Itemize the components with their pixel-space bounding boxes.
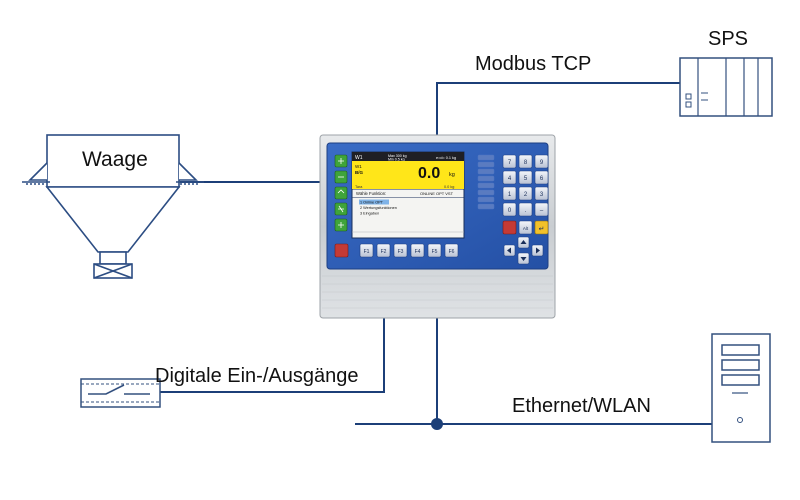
fkey-f4[interactable] (410, 243, 425, 258)
screen-weight-bar (352, 161, 464, 183)
waage-hopper-icon (22, 134, 204, 279)
numpad-key[interactable] (534, 154, 549, 169)
function-key-row: F1 F2 F3 F4 F5 F6 (359, 243, 459, 258)
fkey-f1[interactable] (359, 243, 374, 258)
fkey-f5[interactable] (427, 243, 442, 258)
numpad-key-label: – (540, 208, 544, 214)
letter-key-area (477, 154, 495, 210)
numpad-key-label: 4 (508, 176, 512, 182)
screen-tag-top: W1 (355, 164, 362, 169)
numpad-key[interactable] (534, 202, 549, 217)
numpad-key-label: 6 (540, 176, 544, 182)
numpad-key[interactable] (502, 154, 517, 169)
numpad-key[interactable] (502, 202, 517, 217)
screen-header-right: e=d= 0.1 kg (436, 156, 456, 160)
screen-header-mid-2: Min 0.5 kg (388, 158, 405, 162)
side-function-keys (334, 154, 348, 232)
computer-tower-icon (711, 333, 771, 443)
ethernet-junction-dot (431, 418, 443, 430)
arrow-down-icon (520, 257, 527, 261)
screen-weight-value: 0.0 (418, 165, 440, 182)
numpad-key-label: . (525, 208, 527, 214)
ethernet-label: Ethernet/WLAN (512, 395, 651, 417)
screen-header-mid-1: Max 300 kg (388, 154, 407, 158)
side-key-3[interactable] (334, 186, 348, 200)
numpad-key[interactable] (518, 154, 533, 169)
enter-key[interactable] (534, 220, 549, 235)
waage-label: Waage (82, 148, 148, 171)
alt-key-label: Alt (523, 226, 529, 231)
screen-tag-mid: B/G (355, 170, 364, 175)
digital-io-label: Digitale Ein-/Ausgänge (155, 365, 359, 387)
screen-sub-bar (352, 183, 464, 189)
arrow-up-icon (520, 240, 527, 244)
fkey-f3-label: F3 (398, 249, 404, 255)
numpad-key-label: 5 (524, 176, 528, 182)
arrow-keys (503, 236, 544, 265)
fkey-f1-label: F1 (364, 249, 370, 255)
fkey-f5-label: F5 (432, 249, 438, 255)
screen-menu-item-2[interactable]: 2 Wertungsfunktionen (360, 206, 397, 210)
numpad-key-label: 3 (540, 192, 544, 198)
screen-sub-right: 0.0 kg (444, 185, 454, 189)
screen-menu-title: Wähle Funktion: (356, 191, 386, 196)
digital-io-connection-line (160, 318, 385, 393)
fkey-f2-label: F2 (381, 249, 387, 255)
numpad-key-label: 9 (540, 160, 544, 166)
numpad-key-label: 7 (508, 160, 512, 166)
screen-menu-item-3[interactable]: 3 Eingaben (360, 212, 379, 216)
numpad-key[interactable] (518, 170, 533, 185)
fkey-f6-label: F6 (449, 249, 455, 255)
numpad-key-label: 2 (524, 192, 528, 198)
clear-key[interactable] (502, 220, 517, 235)
numpad-key[interactable] (518, 186, 533, 201)
screen-menu-status: ONLINE OPT VST (420, 191, 454, 196)
arrow-right-icon (536, 247, 540, 254)
numpad-key[interactable] (502, 186, 517, 201)
fkey-f3[interactable] (393, 243, 408, 258)
weighing-terminal: W1 Max 300 kg Min 0.5 kg e=d= 0.1 kg W1 … (319, 134, 556, 319)
screen-sub-left: Tara (355, 185, 363, 189)
screen-weight-unit: kg (449, 172, 455, 178)
alt-key[interactable] (518, 220, 533, 235)
numpad-key[interactable] (502, 170, 517, 185)
fkey-f6[interactable] (444, 243, 459, 258)
numpad-key[interactable] (534, 170, 549, 185)
connection-lines (160, 82, 712, 425)
enter-key-label: ↵ (539, 226, 545, 233)
numpad-key-label: 0 (508, 208, 512, 214)
screen-header-bar (352, 152, 464, 161)
fkey-f2[interactable] (376, 243, 391, 258)
fkey-f4-label: F4 (415, 249, 421, 255)
numpad: 7 8 9 4 5 6 1 2 3 0. – (502, 154, 549, 217)
numpad-key-label: 1 (508, 192, 512, 198)
sps-label: SPS (708, 28, 749, 50)
screen-menu-item-highlight (359, 199, 389, 205)
modbus-connection-line (436, 82, 680, 135)
arrow-left-icon (507, 247, 511, 254)
digital-io-module-icon (80, 378, 161, 408)
screen-menu-item-1[interactable]: 1 Online OPT (360, 201, 384, 205)
numpad-key[interactable] (534, 186, 549, 201)
numpad-key-label: 8 (524, 160, 528, 166)
numpad-key[interactable] (518, 202, 533, 217)
modbus-label: Modbus TCP (475, 53, 592, 75)
screen-header-left: W1 (355, 155, 363, 161)
sps-plc-icon (679, 57, 773, 117)
power-key[interactable] (334, 243, 349, 258)
